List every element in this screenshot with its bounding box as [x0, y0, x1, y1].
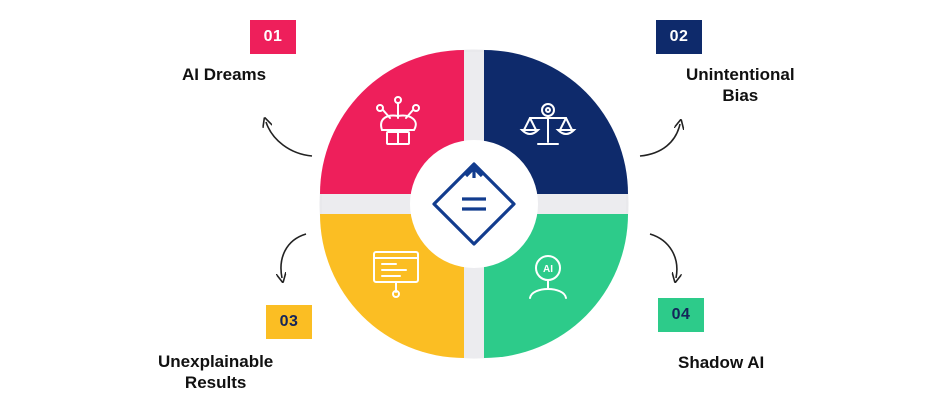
- directional-arrows-icon: [432, 162, 516, 246]
- label-unexplainable-results: Unexplainable Results: [158, 352, 274, 392]
- label-shadow-ai: Shadow AI: [678, 353, 765, 372]
- quadrant-ai-dreams: [320, 50, 464, 194]
- arrow-to-unexplainable-results: [281, 233, 307, 278]
- number-badge-01: 01: [250, 20, 296, 54]
- quadrant-unexplainable-results: [320, 214, 464, 358]
- label-unintentional-bias: Unintentional Bias: [686, 65, 795, 105]
- number-badge-04: 04: [658, 298, 704, 332]
- number-badge-02: 02: [656, 20, 702, 54]
- arrow-to-ai-dreams: [266, 122, 313, 157]
- presentation-board-icon: [373, 251, 419, 298]
- number-badge-03: 03: [266, 305, 312, 339]
- svg-text:AI: AI: [543, 264, 553, 275]
- ai-person-icon: AI: [529, 255, 567, 299]
- quadrant-unintentional-bias: [484, 50, 628, 194]
- brain-network-icon: [376, 96, 420, 145]
- balance-scale-gear-icon: [519, 103, 577, 145]
- arrow-to-unintentional-bias: [639, 124, 680, 157]
- quadrant-shadow-ai: [484, 214, 628, 358]
- center-hub: [410, 140, 538, 268]
- label-ai-dreams: AI Dreams: [182, 65, 267, 84]
- arrow-to-shadow-ai: [649, 233, 677, 278]
